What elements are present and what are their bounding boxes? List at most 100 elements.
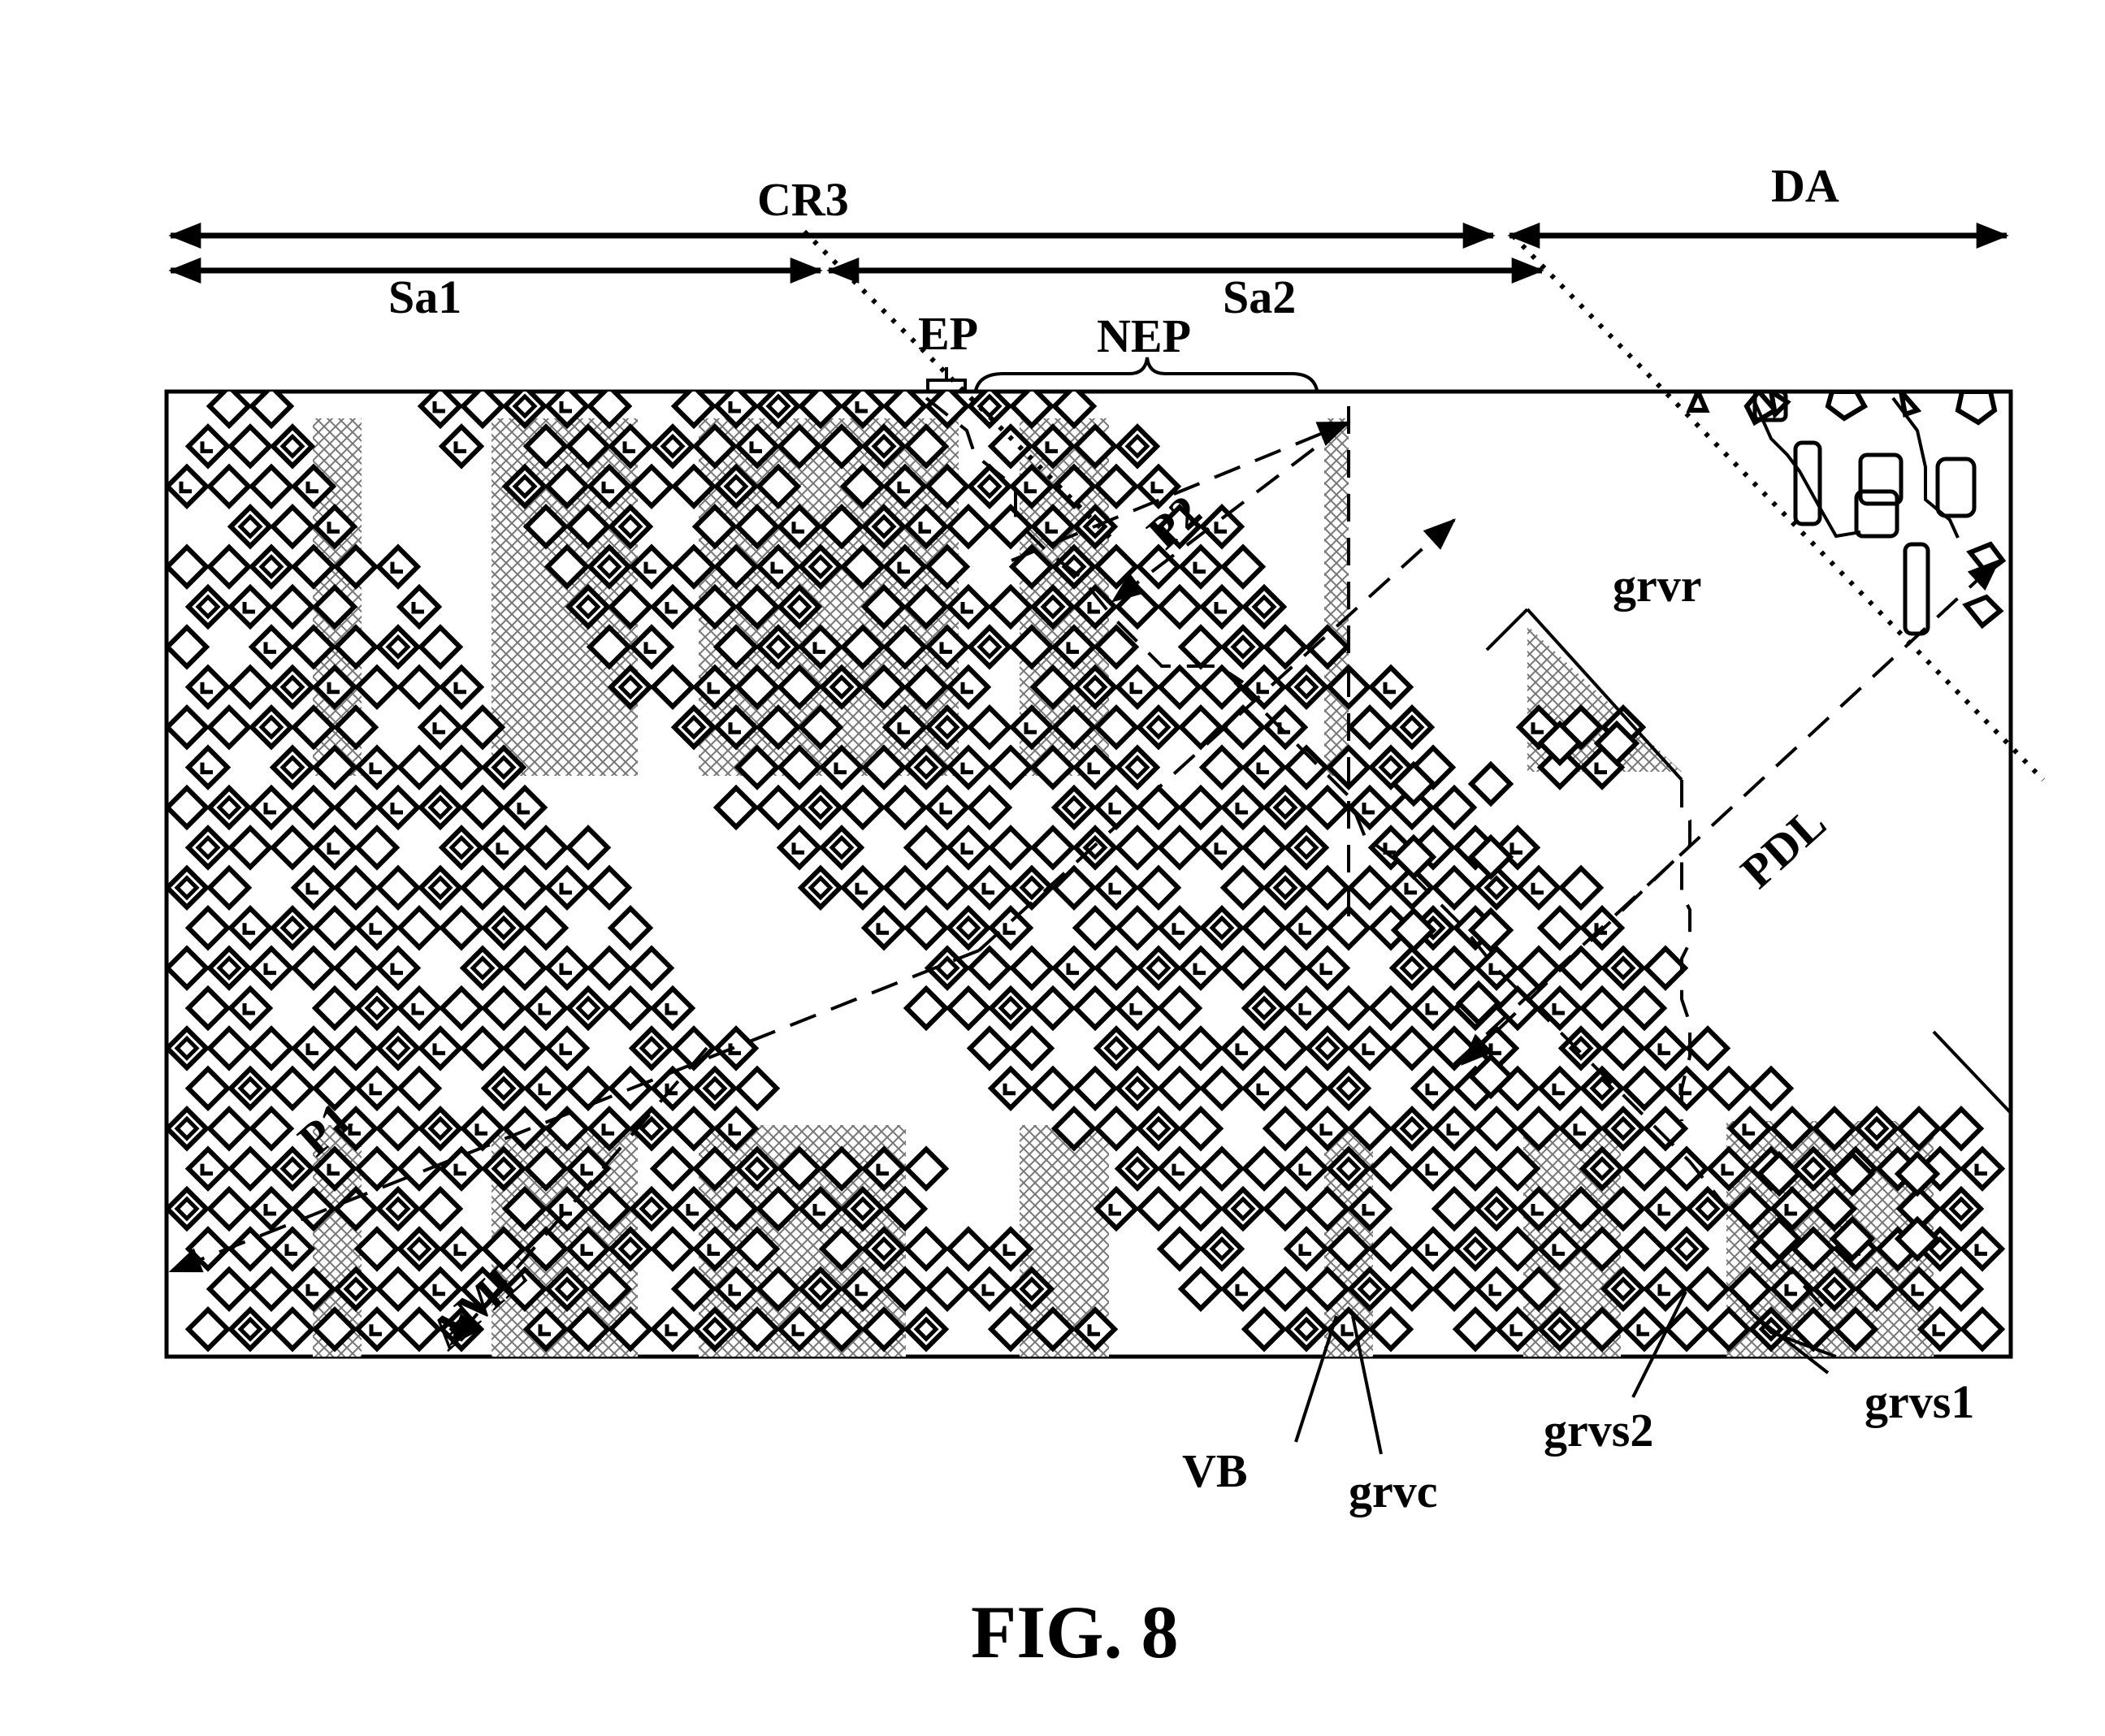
via-mark [559, 963, 572, 976]
via-diamond [206, 945, 253, 991]
via-mark [1911, 1284, 1924, 1297]
via-diamond [375, 543, 422, 590]
via-diamond [522, 904, 570, 951]
via-diamond [1198, 503, 1245, 550]
via-diamond [311, 1065, 358, 1112]
via-diamond [1114, 825, 1161, 871]
via-inner [279, 674, 305, 700]
via-diamond [945, 825, 992, 871]
via-diamond [1219, 703, 1267, 751]
via-mark [791, 842, 804, 855]
via-diamond [586, 543, 633, 590]
via-diamond [924, 543, 971, 590]
via-diamond [1093, 1185, 1140, 1232]
via-diamond [227, 1145, 274, 1192]
figure-caption: FIG. 8 [971, 1591, 1179, 1673]
via-inner [1146, 955, 1172, 981]
via-diamond [167, 1185, 210, 1232]
via-diamond [332, 543, 379, 590]
via-diamond [1515, 1185, 1562, 1232]
via-diamond [438, 985, 485, 1032]
via-inner [491, 1076, 517, 1102]
via-mark [960, 682, 973, 695]
via-diamond [586, 392, 633, 430]
via-diamond [396, 664, 443, 711]
via-diamond [945, 1226, 992, 1272]
via-diamond [480, 825, 527, 871]
via-diamond [628, 1185, 675, 1232]
grvc-leader [1351, 1315, 1383, 1455]
via-inner [977, 474, 1003, 500]
via-inner [512, 474, 538, 500]
via-diamond [1811, 1105, 1858, 1152]
via-inner [617, 513, 643, 539]
via-diamond [227, 825, 274, 871]
via-mark [1425, 1244, 1438, 1256]
via-diamond [1621, 985, 1668, 1032]
via-inner [385, 1035, 411, 1061]
via-diamond [1346, 1105, 1393, 1152]
via-diamond [1536, 1305, 1583, 1353]
via-mark [960, 602, 973, 614]
via-mark [791, 522, 804, 534]
via-diamond [184, 904, 232, 951]
via-inner [1864, 1115, 1890, 1141]
via-diamond [1600, 1266, 1647, 1313]
label-grvr: grvr [1613, 559, 1702, 612]
via-diamond [776, 1305, 823, 1353]
via-diamond [712, 463, 760, 510]
via-inner [174, 1115, 200, 1141]
via-inner [512, 393, 538, 419]
via-diamond [1557, 1105, 1605, 1152]
via-mark [263, 803, 276, 815]
via-mark [305, 1043, 318, 1055]
via-diamond [1072, 985, 1119, 1032]
via-diamond [1177, 543, 1224, 590]
via-diamond [776, 423, 823, 470]
via-diamond [1156, 503, 1203, 550]
via-diamond [987, 503, 1034, 550]
via-diamond [881, 864, 929, 911]
via-diamond [459, 784, 506, 831]
via-diamond [903, 664, 950, 711]
via-diamond [1156, 825, 1203, 871]
via-diamond [1557, 864, 1605, 911]
via-diamond [1072, 1305, 1119, 1353]
via-diamond [1072, 825, 1119, 871]
via-diamond [1684, 1025, 1731, 1071]
via-diamond [987, 583, 1034, 630]
via-mark [1150, 481, 1163, 494]
right-edge-line [1932, 1030, 2011, 1115]
via-mark [1214, 842, 1227, 855]
via-diamond [1262, 1105, 1309, 1152]
via-mark [791, 1324, 804, 1336]
via-diamond [1790, 1226, 1837, 1272]
via-inner [216, 955, 242, 981]
via-diamond [712, 1025, 760, 1071]
via-diamond [712, 624, 760, 670]
via-diamond [586, 624, 633, 670]
via-diamond [167, 945, 210, 991]
via-diamond [353, 1226, 401, 1272]
via-diamond [1219, 1185, 1267, 1232]
via-inner [913, 755, 939, 781]
via-mark [1256, 762, 1269, 775]
via-diamond [417, 1185, 464, 1232]
via-mark [1024, 481, 1037, 494]
via-mark [432, 1043, 445, 1055]
via-diamond [1304, 624, 1351, 670]
via-diamond [227, 985, 274, 1032]
via-diamond [1452, 1145, 1499, 1192]
via-diamond [860, 1226, 907, 1272]
via-diamond [755, 1266, 802, 1313]
via-diamond [649, 985, 696, 1032]
via-diamond [1029, 503, 1076, 550]
via-inner [617, 1236, 643, 1262]
via-mark [601, 481, 614, 494]
via-inner [1927, 1236, 1953, 1262]
via-diamond [311, 825, 358, 871]
via-mark [1425, 1163, 1438, 1176]
p2-dashed-axis [1011, 421, 1351, 562]
via-diamond [860, 904, 907, 951]
via-diamond [1325, 1065, 1372, 1112]
